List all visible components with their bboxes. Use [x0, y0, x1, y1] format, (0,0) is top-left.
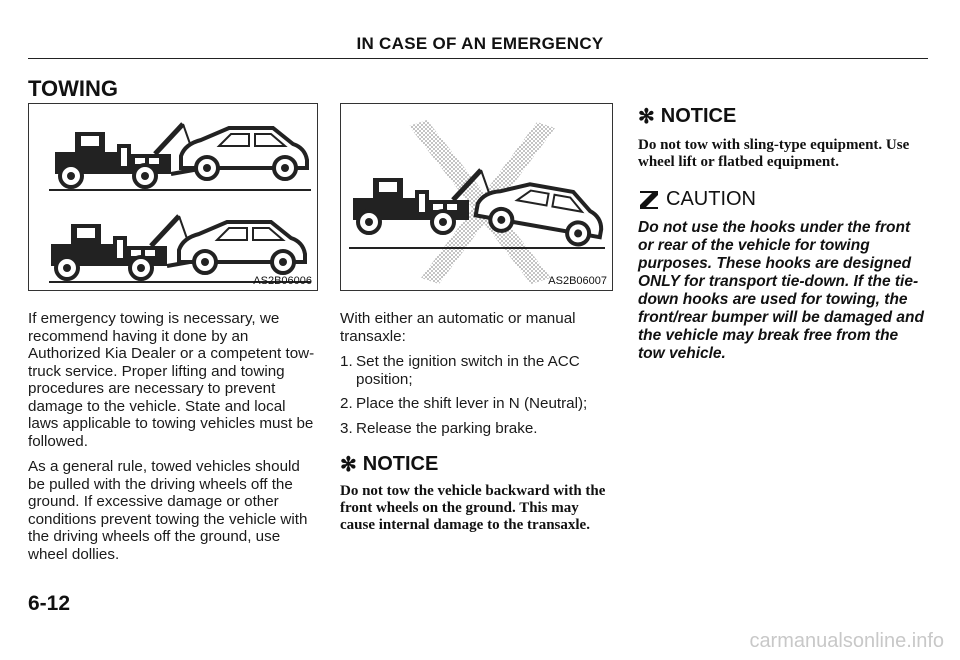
notice-text: Do not tow the vehicle backward with the… — [340, 483, 606, 533]
step-text: Place the shift lever in N (Neutral); — [356, 395, 588, 412]
caution-title: CAUTION — [666, 188, 756, 210]
tow-truck-crossed-illustration — [349, 120, 605, 284]
notice-heading: ✻ NOTICE — [638, 104, 928, 129]
left-column-text: If emergency towing is necessary, we rec… — [28, 310, 318, 571]
page-number: 6-12 — [28, 592, 71, 615]
list-item: 2.Place the shift lever in N (Neutral); — [340, 395, 608, 413]
figure-label: AS2B06006 — [253, 275, 312, 287]
caution-text: Do not use the hooks under the front or … — [638, 219, 924, 362]
figure-towing-incorrect: AS2B06007 — [340, 103, 613, 291]
figure-towing-correct: AS2B06006 — [28, 103, 318, 291]
caution-icon — [640, 190, 658, 209]
notice-middle: ✻ NOTICE Do not tow the vehicle backward… — [340, 452, 608, 534]
step-number: 3. — [340, 419, 353, 437]
step-number: 2. — [340, 395, 353, 412]
steps-intro: With either an automatic or manual trans… — [340, 310, 576, 345]
caution-heading: CAUTION — [638, 188, 928, 211]
section-title: TOWING — [28, 76, 119, 101]
middle-column-text: With either an automatic or manual trans… — [340, 310, 608, 444]
paragraph: If emergency towing is necessary, we rec… — [28, 310, 315, 450]
caution-box: CAUTION Do not use the hooks under the f… — [638, 188, 928, 363]
notice-heading: ✻ NOTICE — [340, 452, 608, 477]
asterisk-icon: ✻ — [340, 454, 357, 476]
notice-text: Do not tow with sling-type equipment. Us… — [638, 137, 910, 170]
figure-label: AS2B06007 — [548, 275, 607, 287]
paragraph: As a general rule, towed vehicles should… — [28, 458, 308, 563]
tow-truck-illustration — [29, 104, 311, 283]
asterisk-icon: ✻ — [638, 106, 655, 128]
footer-watermark: carmanualsonline.info — [749, 630, 944, 652]
header-rule — [28, 58, 928, 59]
list-item: 3.Release the parking brake. — [340, 420, 608, 438]
notice-right: ✻ NOTICE Do not tow with sling-type equi… — [638, 104, 928, 171]
step-text: Set the ignition switch in the ACC posit… — [356, 353, 580, 388]
steps-list: 1.Set the ignition switch in the ACC pos… — [340, 353, 608, 437]
step-number: 1. — [340, 353, 353, 370]
notice-title: NOTICE — [362, 453, 439, 475]
page-header: IN CASE OF AN EMERGENCY — [356, 34, 604, 53]
step-text: Release the parking brake. — [356, 419, 538, 437]
notice-title: NOTICE — [660, 105, 737, 127]
list-item: 1.Set the ignition switch in the ACC pos… — [340, 353, 608, 388]
